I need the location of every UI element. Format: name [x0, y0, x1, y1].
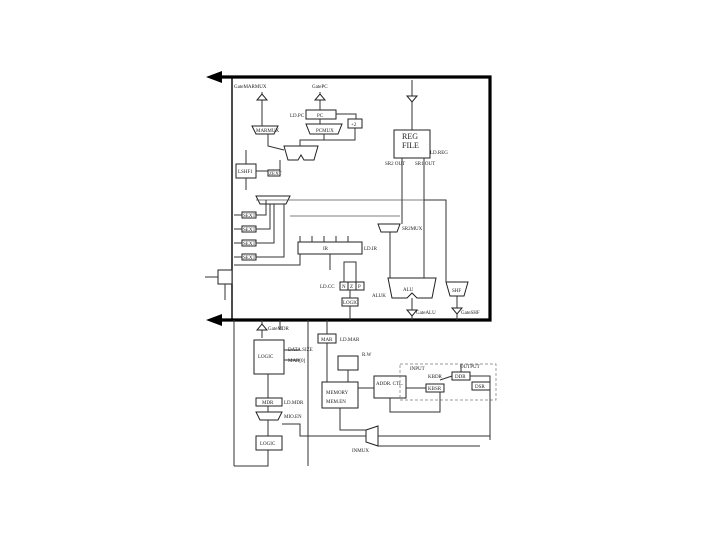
label-pcmux: PCMUX: [316, 129, 334, 134]
p-flag: [355, 281, 365, 291]
alu-section: ALU ALUK GateALU: [372, 277, 437, 320]
label-ld-mar: LD.MAR: [340, 338, 360, 343]
ir-section: IR LD.IR: [234, 236, 378, 270]
sext-blocks: SEXT SEXT SEXT SEXT: [234, 200, 285, 261]
bottom-memory-io: GateMDR LOGIC DATA.SIZE MAR[0] MDR LD.MD…: [233, 320, 497, 467]
plus-two-label: +2: [351, 123, 357, 128]
label-marmux: MARMUX: [256, 129, 279, 134]
cc-section: N Z P LD.CC LOGIC: [320, 261, 365, 320]
sr2mux-section: SR2MUX: [255, 195, 440, 278]
mdr-logic-box: [253, 339, 285, 375]
kbsr-label: KBSR: [428, 387, 442, 392]
reg-file-label-1: REG: [402, 132, 418, 141]
label-sr1-out: SR1 OUT: [415, 162, 435, 167]
register-file: [393, 129, 431, 159]
mar-label: MAR: [321, 338, 333, 343]
label-aluk: ALUK: [372, 294, 386, 299]
sext-4-label: SEXT: [243, 256, 256, 261]
input-logic-label: LOGIC: [260, 442, 276, 447]
label-ld-pc: LD.PC: [290, 114, 305, 119]
marmux: [251, 125, 279, 135]
p-label: P: [358, 285, 361, 290]
dsr-label: DSR: [475, 385, 485, 390]
kbdr-label: KBDR: [428, 375, 443, 380]
fsm-box: [217, 269, 233, 285]
label-inmux: INMUX: [352, 449, 369, 454]
ir-label: IR: [323, 247, 329, 252]
sext-2-label: SEXT: [243, 228, 256, 233]
left-shift-label: LSHF1: [238, 170, 253, 175]
label-mar0: MAR[0]: [288, 359, 306, 364]
label-ld-mdr: LD.MDR: [284, 401, 304, 406]
reg-in-tri: [405, 95, 419, 103]
label-mem-en: MEM.EN: [326, 400, 346, 405]
gate-mdr-tri: [255, 323, 269, 331]
addr-ctl-label: ADDR. CTL.: [376, 382, 403, 387]
label-output: OUTPUT: [460, 365, 480, 370]
reg-file: REG FILE LD.REG SR2 OUT SR1 OUT: [385, 129, 448, 285]
rw-box: [337, 355, 359, 371]
sr2mux: [377, 223, 401, 233]
shf-label: SHF: [452, 289, 461, 294]
ddr-label: DDR: [455, 375, 466, 380]
addr-ctl-box: [373, 375, 407, 399]
inmux: [365, 425, 379, 447]
pc-section: PC LD.PC PCMUX +2: [290, 109, 363, 141]
pcmux: [305, 123, 343, 135]
label-ld-cc: LD.CC: [320, 285, 335, 290]
label-mio-en: MIO.EN: [284, 415, 302, 420]
lshf-section: LSHF1 ZEXT: [235, 150, 282, 190]
label-data-size: DATA.SIZE: [288, 348, 313, 353]
pc-label: PC: [317, 114, 324, 119]
top-gates: GateMARMUX GatePC: [234, 80, 419, 130]
label-input: INPUT: [410, 367, 425, 372]
memory-box: [321, 381, 359, 409]
memory-label: MEMORY: [326, 391, 349, 396]
bus-arrowhead-top: [206, 71, 222, 83]
label-gate-pc: GatePC: [312, 85, 328, 90]
gate-alu-tri: [405, 309, 419, 317]
alu-label: ALU: [403, 288, 414, 293]
bus-arrowhead-bottom: [206, 314, 222, 326]
io-dashed-boundary: [399, 363, 497, 401]
mio-mux: [255, 411, 283, 421]
label-gate-marmux: GateMARMUX: [234, 85, 267, 90]
label-gate-shf: GateSHF: [461, 311, 480, 316]
bus-frame: [218, 75, 492, 322]
zext-box: [267, 169, 281, 177]
input-logic-box: [255, 435, 283, 451]
label-ld-reg: LD.REG: [430, 151, 448, 156]
fsm-left: [205, 269, 233, 300]
marmux-adder: MARMUX: [251, 108, 324, 161]
gate-marmux-tri: [255, 93, 269, 101]
label-ld-ir: LD.IR: [364, 247, 378, 252]
n-label: N: [342, 285, 346, 290]
z-label: Z: [350, 285, 353, 290]
label-sr2mux: SR2MUX: [402, 227, 423, 232]
label-zext: ZEXT: [269, 172, 282, 177]
alu: [387, 277, 437, 299]
gate-shf-tri: [450, 307, 464, 315]
label-gate-mdr: GateMDR: [268, 327, 289, 332]
reg-file-label-2: FILE: [402, 141, 419, 150]
sext-3-label: SEXT: [243, 242, 256, 247]
shf-section: SHF GateSHF: [424, 199, 480, 320]
label-r-w: R.W: [362, 353, 372, 358]
address-adder: [283, 145, 319, 161]
logic-label: LOGIC: [343, 301, 359, 306]
sext-1-label: SEXT: [243, 214, 256, 219]
mdr-label: MDR: [262, 401, 274, 406]
mdr-register: [255, 397, 283, 407]
label-gate-alu: GateALU: [416, 311, 436, 316]
gate-pc-tri: [313, 93, 327, 101]
label-sr2-out: SR2 OUT: [385, 162, 405, 167]
mdr-logic-label: LOGIC: [258, 355, 274, 360]
instruction-register: [297, 241, 363, 255]
